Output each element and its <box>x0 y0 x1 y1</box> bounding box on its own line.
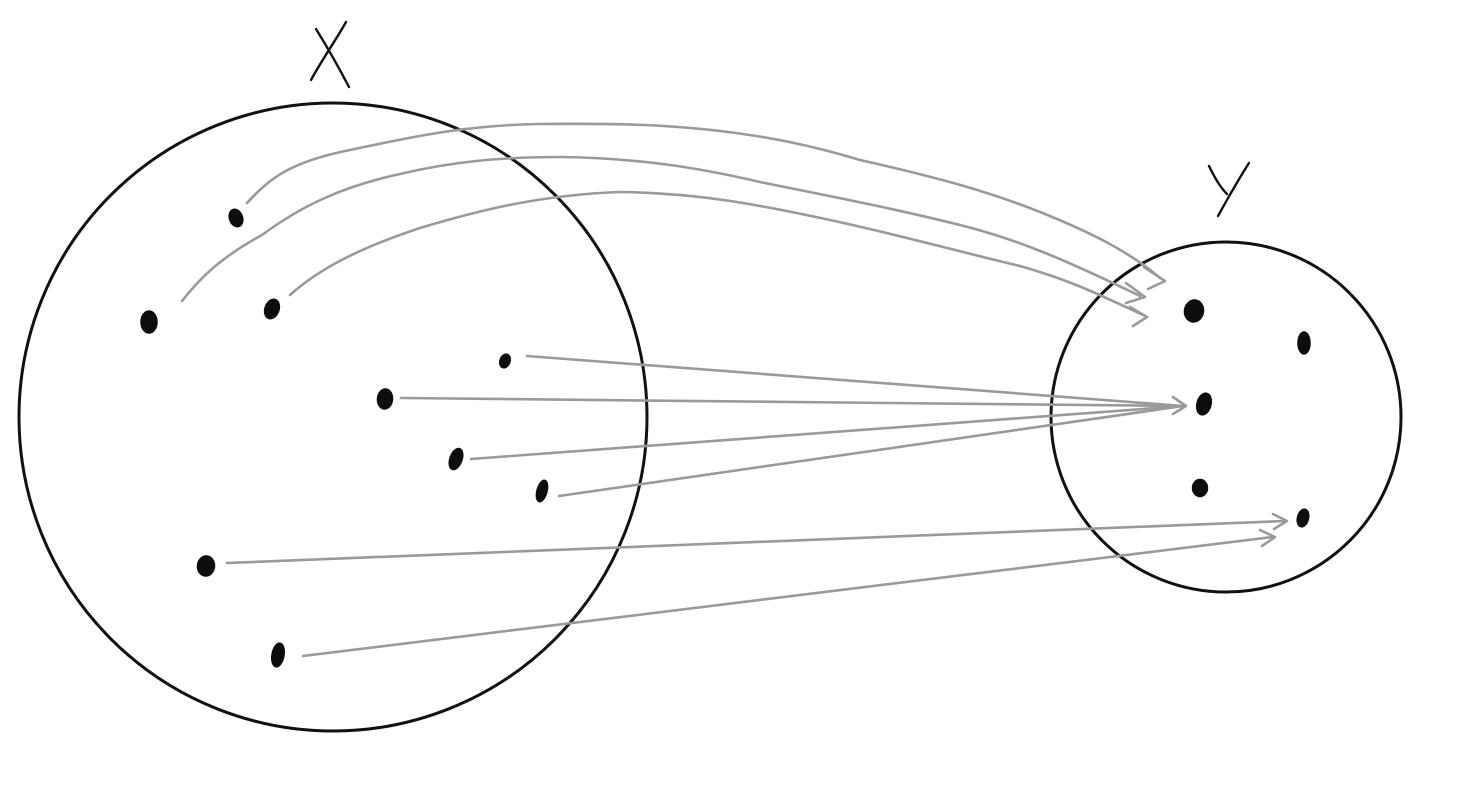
set-x-point-6 <box>448 447 464 471</box>
set-x <box>17 20 649 733</box>
set-y-point-4 <box>1191 478 1209 498</box>
mapping-arrow-x8-to-y5 <box>225 519 1287 565</box>
set-x-points <box>140 208 549 668</box>
mapping-arrow-x5-to-y2 <box>399 396 1185 408</box>
arrowhead-x4-to-y2 <box>1171 395 1188 416</box>
set-x-point-3 <box>263 298 281 320</box>
set-x-label <box>309 20 351 89</box>
set-y-point-2 <box>1195 392 1213 416</box>
set-y-point-5 <box>1296 508 1310 528</box>
mapping-arrows <box>180 122 1289 658</box>
arrowhead-x1-to-y1 <box>1142 265 1167 291</box>
arrowhead-x8-to-y5 <box>1271 512 1289 531</box>
set-y-point-3 <box>1297 331 1311 355</box>
arrowhead-x3-to-y1 <box>1128 305 1149 328</box>
set-x-point-1 <box>228 208 244 228</box>
set-x-point-5 <box>376 388 394 410</box>
mapping-arrow-x7-to-y2 <box>557 404 1185 498</box>
arrowhead-x2-to-y1 <box>1124 281 1147 305</box>
set-x-point-2 <box>140 310 158 334</box>
set-x-point-9 <box>270 642 286 668</box>
set-x-point-7 <box>535 479 549 503</box>
mapping-arrow-x3-to-y1 <box>288 190 1145 317</box>
mapping-arrow-x6-to-y2 <box>469 404 1185 461</box>
arrowhead-x9-to-y5 <box>1258 528 1277 548</box>
set-y-label <box>1207 161 1251 218</box>
set-y-point-1 <box>1183 299 1205 323</box>
mapping-arrow-x2-to-y1 <box>180 155 1142 303</box>
mapping-arrow-x4-to-y2 <box>525 354 1185 408</box>
mapping-arrow-x9-to-y5 <box>301 535 1275 658</box>
set-x-point-8 <box>196 555 216 577</box>
set-x-point-4 <box>498 353 512 369</box>
set-y-points <box>1183 299 1311 528</box>
set-x-outline <box>17 101 649 733</box>
mapping-arrow-x1-to-y1 <box>245 122 1162 280</box>
